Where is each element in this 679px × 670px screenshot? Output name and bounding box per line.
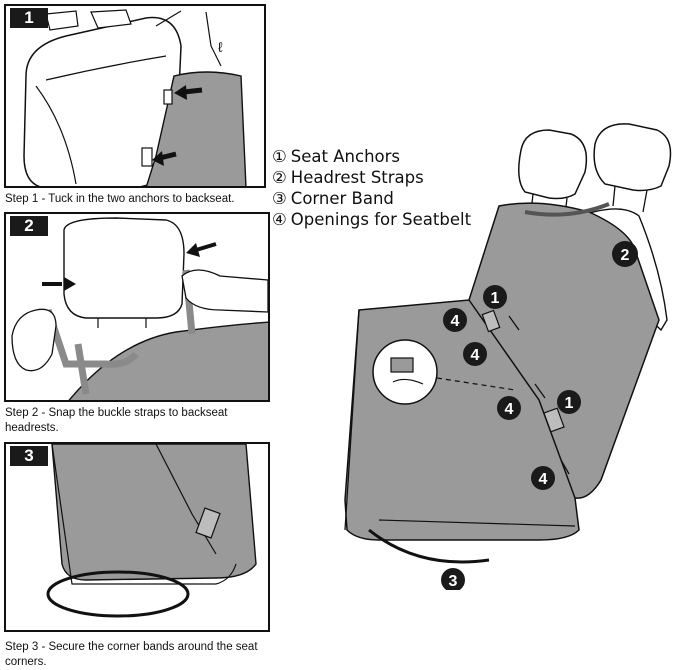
legend-mark: ④ [272,210,287,229]
svg-text:4: 4 [451,313,460,330]
seat-cover-illustration: 1 1 2 3 4 4 4 4 [344,123,672,590]
svg-text:1: 1 [491,290,500,307]
svg-text:2: 2 [621,247,630,264]
legend-label: Openings for Seatbelt [290,210,472,229]
step-3-panel: 3 [4,442,270,632]
svg-text:1: 1 [565,395,574,412]
legend-label: Seat Anchors [290,147,400,166]
step-2-badge: 2 [10,216,48,236]
step-1-caption: Step 1 - Tuck in the two anchors to back… [5,193,235,205]
step-1-badge: 1 [10,8,48,28]
left-headrest [518,129,588,200]
legend-mark: ① [272,147,287,166]
corner-band [368,528,490,564]
callout-headrest-strap: 2 [612,241,638,267]
legend-label: Headrest Straps [290,168,424,187]
right-headrest [593,123,672,192]
callout-seatbelt-opening-3: 4 [497,396,521,420]
callout-seat-anchor-bottom: 1 [557,390,581,414]
callout-seat-anchor-top: 1 [483,285,507,309]
step-3-badge: 3 [10,446,48,466]
legend-label: Corner Band [290,189,394,208]
step-3-illustration [46,444,257,618]
legend-mark: ② [272,168,287,187]
step-2-illustration [11,217,268,400]
svg-text:4: 4 [471,347,480,364]
svg-text:ℓ: ℓ [218,39,223,55]
callout-seatbelt-opening-2: 4 [463,342,487,366]
legend-mark: ③ [272,189,287,208]
step-3-caption: Step 3 - Secure the corner bands around … [5,641,258,668]
svg-text:4: 4 [505,401,514,418]
svg-text:3: 3 [449,573,458,590]
callout-seatbelt-opening-1: 4 [443,308,467,332]
callout-seatbelt-opening-4: 4 [531,466,555,490]
step-2-panel: 2 [4,212,270,402]
step-2-caption: Step 2 - Snap the buckle straps to backs… [5,407,228,434]
svg-text:4: 4 [539,471,548,488]
step-1-panel: 1 ℓ [4,4,266,188]
step-1-illustration: ℓ [23,9,247,186]
callout-corner-band: 3 [441,568,465,590]
